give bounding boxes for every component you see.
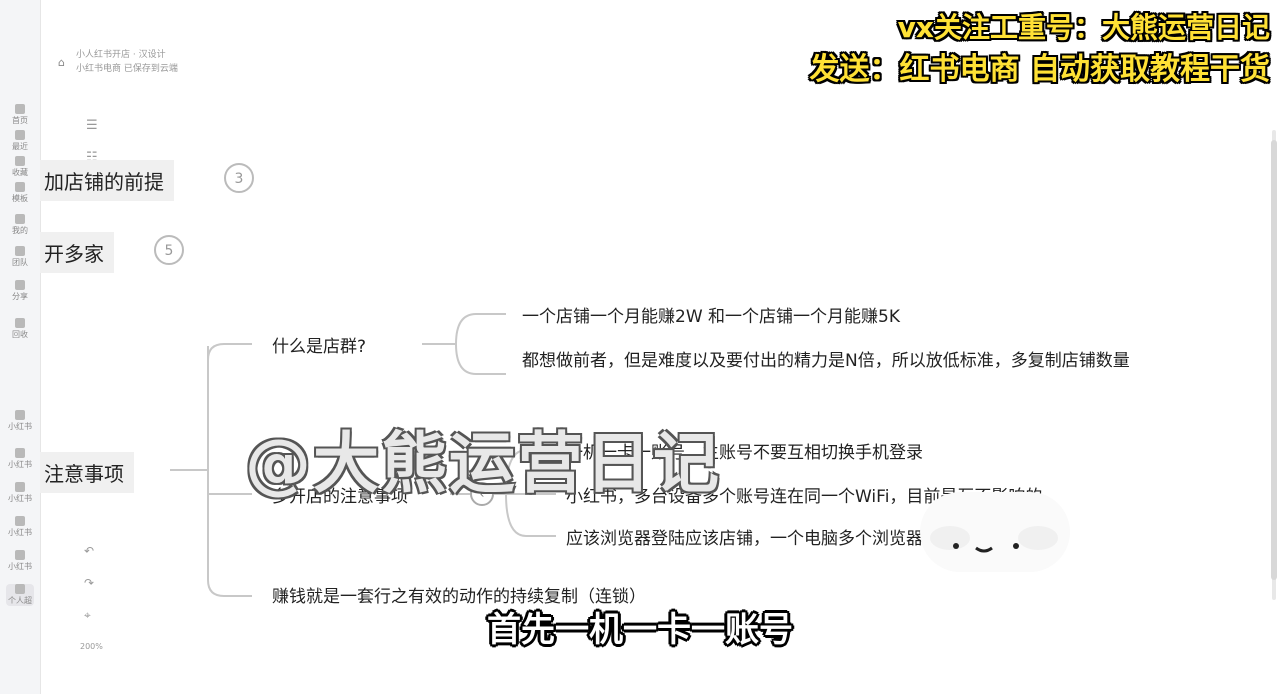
connector-q1-a2 xyxy=(455,343,506,375)
collapse-toggle[interactable]: ‹ xyxy=(470,482,494,506)
sidebar-item-label: 小红书 xyxy=(8,422,32,431)
file-icon xyxy=(15,448,25,458)
connector-q1-a1 xyxy=(455,313,506,345)
trash-icon xyxy=(15,318,25,328)
sidebar-item-home[interactable]: 首页 xyxy=(6,104,34,126)
sidebar-item-label: 小红书 xyxy=(8,460,32,469)
node-open-multiple[interactable]: 开多家 xyxy=(40,232,114,273)
list-icon[interactable]: ☷ xyxy=(86,150,98,165)
sidebar-item-team[interactable]: 团队 xyxy=(6,246,34,268)
sidebar-item-label: 最近 xyxy=(12,142,28,151)
team-icon xyxy=(15,246,25,256)
home-icon xyxy=(15,104,25,114)
undo-icon[interactable]: ↶ xyxy=(84,544,95,558)
sticker-face xyxy=(920,492,1070,572)
node-label: 加店铺的前提 xyxy=(44,170,164,194)
home-icon[interactable]: ⌂ xyxy=(58,56,65,69)
watermark: @大熊运营日记 xyxy=(245,425,721,502)
sidebar-item-label: 首页 xyxy=(12,116,28,125)
sidebar-item-recent[interactable]: 最近 xyxy=(6,130,34,152)
connector-q2 xyxy=(207,470,252,495)
video-subtitle: 首先一机一卡一账号 xyxy=(487,610,793,650)
sidebar-item-label: 分享 xyxy=(12,292,28,301)
clock-icon xyxy=(15,130,25,140)
breadcrumb-path[interactable]: 小人红书开店 · 汉设计 xyxy=(76,50,166,60)
connector-q2-a1 xyxy=(505,449,556,495)
sidebar-item-doc-active[interactable]: 个人超 xyxy=(6,584,34,606)
share-icon xyxy=(15,280,25,290)
file-icon xyxy=(15,410,25,420)
file-icon xyxy=(15,550,25,560)
node-multi-shop-precautions[interactable]: 多开店的注意事项 xyxy=(272,487,408,507)
node-what-is-shop-group[interactable]: 什么是店群? xyxy=(272,337,367,357)
sidebar-item-label: 小红书 xyxy=(8,494,32,503)
node-precaution-2[interactable]: 小红书，多台设备多个账号连在同一个WiFi，目前是互不影响的 xyxy=(566,487,1043,507)
sidebar-item-doc-4[interactable]: 小红书 xyxy=(6,516,34,538)
sidebar-item-doc-3[interactable]: 小红书 xyxy=(6,482,34,504)
node-money-principle[interactable]: 赚钱就是一套行之有效的动作的持续复制（连锁） xyxy=(272,587,646,607)
sidebar-item-label: 回收 xyxy=(12,330,28,339)
node-precaution-3[interactable]: 应该浏览器登陆应该店铺，一个电脑多个浏览器也是没问题的 xyxy=(566,529,1025,549)
sidebar-item-share[interactable]: 分享 xyxy=(6,280,34,302)
promo-banner-line1: vx关注工重号：大熊运营日记 xyxy=(897,11,1270,44)
sidebar-item-templates[interactable]: 模板 xyxy=(6,182,34,204)
connector-q2-a3 xyxy=(505,493,556,537)
file-icon xyxy=(15,482,25,492)
zoom-level[interactable]: 200% xyxy=(80,642,103,651)
sidebar-item-label: 收藏 xyxy=(12,168,28,177)
count-badge[interactable]: 5 xyxy=(154,235,184,265)
sidebar-item-favorites[interactable]: 收藏 xyxy=(6,156,34,178)
sidebar-item-label: 团队 xyxy=(12,258,28,267)
node-answer-2[interactable]: 都想做前者，但是难度以及要付出的精力是N倍，所以放低标准，多复制店铺数量 xyxy=(522,351,1130,371)
locate-icon[interactable]: ⌖ xyxy=(84,608,91,622)
node-precautions[interactable]: 注意事项 xyxy=(40,452,134,493)
connector-q1 xyxy=(207,343,252,361)
sidebar-item-label: 模板 xyxy=(12,194,28,203)
node-precaution-1[interactable]: 一机一卡一账号，主账号不要互相切换手机登录 xyxy=(566,443,923,463)
face-icon xyxy=(930,526,1058,553)
star-icon xyxy=(15,156,25,166)
connector-q3 xyxy=(206,345,252,597)
outline-icon[interactable]: ☰ xyxy=(86,118,98,133)
count-badge[interactable]: 3 xyxy=(224,163,254,193)
sidebar-item-label: 小红书 xyxy=(8,528,32,537)
file-icon xyxy=(15,516,25,526)
redo-icon[interactable]: ↷ xyxy=(84,576,95,590)
sidebar-item-mine[interactable]: 我的 xyxy=(6,214,34,236)
breadcrumb-status: 小红书电商 已保存到云端 xyxy=(76,64,178,74)
template-icon xyxy=(15,182,25,192)
sidebar-item-doc-5[interactable]: 小红书 xyxy=(6,550,34,572)
sidebar-item-label: 我的 xyxy=(12,226,28,235)
file-icon xyxy=(15,584,25,594)
node-shop-prerequisite[interactable]: 加店铺的前提 xyxy=(40,160,174,201)
sidebar-item-label: 小红书 xyxy=(8,562,32,571)
left-sidebar: 首页 最近 收藏 模板 我的 团队 分享 回收 小红书 小红书 小红书 小红书 … xyxy=(0,0,41,694)
folder-icon xyxy=(15,214,25,224)
node-answer-1[interactable]: 一个店铺一个月能赚2W 和一个店铺一个月能赚5K xyxy=(522,307,900,327)
node-label: 开多家 xyxy=(44,242,104,266)
sidebar-item-doc-2[interactable]: 小红书 xyxy=(6,448,34,470)
sidebar-item-trash[interactable]: 回收 xyxy=(6,318,34,340)
promo-banner-line2: 发送：红书电商 自动获取教程干货 xyxy=(809,52,1270,87)
sidebar-item-doc-1[interactable]: 小红书 xyxy=(6,410,34,432)
node-label: 注意事项 xyxy=(44,462,124,486)
sidebar-item-label: 个人超 xyxy=(8,596,32,605)
scrollbar-thumb[interactable] xyxy=(1271,140,1277,580)
breadcrumb: 小人红书开店 · 汉设计 小红书电商 已保存到云端 xyxy=(76,48,178,76)
